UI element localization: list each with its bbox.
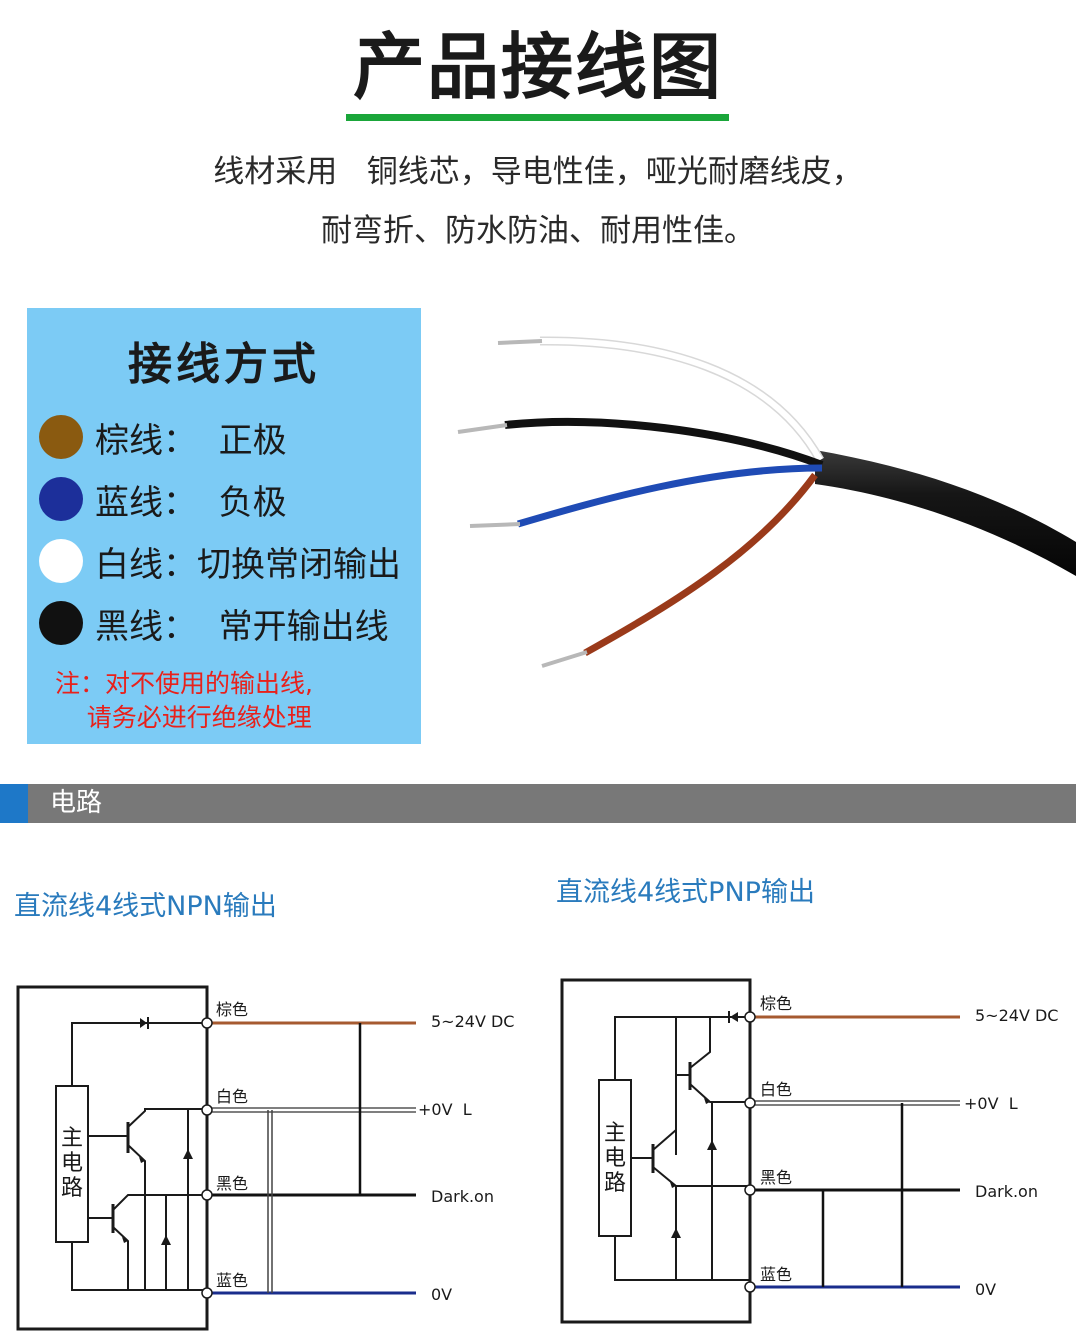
npn-main-circuit-char-2: 电 (61, 1151, 83, 1176)
pnp-wire-label: 蓝色 (760, 1265, 792, 1284)
white-dot-icon (39, 539, 83, 583)
npn-main-circuit-char-1: 主 (61, 1126, 83, 1151)
cable-jacket (815, 450, 1076, 576)
section-title: 电路 (50, 788, 103, 818)
npn-wire-label: 蓝色 (216, 1271, 248, 1290)
pnp-main-circuit-label: 主 电 路 (604, 1121, 626, 1196)
npn-sensor-box (16, 985, 209, 1331)
pnp-output-label: 0V (975, 1280, 996, 1299)
legend-item-label: 蓝线： 负极 (95, 482, 287, 523)
stripped-end (541, 650, 588, 668)
pnp-main-circuit-char-2: 电 (604, 1146, 626, 1171)
npn-circuit-title: 直流线4线式NPN输出 (14, 891, 277, 922)
npn-main-circuit-label: 主 电 路 (61, 1126, 83, 1201)
legend-note-line-2: 请务必进行绝缘处理 (55, 703, 312, 732)
description-line-2: 耐弯折、防水防油、耐用性佳。 (321, 213, 755, 249)
npn-wire-label: 白色 (216, 1087, 248, 1106)
legend-item-white: 白线：切换常闭输出 (39, 538, 401, 585)
pnp-circuit-diagram: 主 电 路 棕色 白色 黑色 蓝色 5~24V DC +0V L Dark.on… (560, 978, 1058, 1324)
pnp-wire-label: 白色 (760, 1080, 792, 1099)
npn-output-label: 5~24V DC (431, 1012, 514, 1031)
black-wire (504, 417, 824, 469)
pnp-wire-label: 黑色 (760, 1168, 792, 1187)
cable-illustration (457, 336, 1076, 668)
npn-white-wire (207, 1107, 416, 1113)
pnp-wire-label: 棕色 (760, 994, 792, 1013)
brown-wire (583, 472, 818, 657)
npn-output-label: 0V (431, 1285, 452, 1304)
blue-wire (517, 464, 823, 528)
stripped-end (469, 522, 521, 528)
legend-item-brown: 棕线： 正极 (39, 414, 287, 461)
stripped-end (457, 423, 508, 434)
legend-item-blue: 蓝线： 负极 (39, 476, 287, 523)
pnp-output-label: +0V L (964, 1094, 1018, 1113)
pnp-output-label: Dark.on (975, 1182, 1038, 1201)
pnp-sensor-box (560, 978, 752, 1324)
pnp-main-circuit-char-3: 路 (604, 1171, 626, 1196)
legend-item-label: 棕线： 正极 (95, 420, 287, 461)
pnp-main-circuit-char-1: 主 (604, 1121, 626, 1146)
legend-item-label: 白线：切换常闭输出 (95, 544, 401, 585)
npn-load-bar (267, 1110, 273, 1293)
legend-item-black: 黑线： 常开输出线 (39, 600, 389, 647)
npn-circuit-diagram: 主 电 路 棕色 白色 黑色 蓝色 5~24V DC +0V L Dark.on… (16, 985, 514, 1331)
brown-dot-icon (39, 415, 83, 459)
legend-item-label: 黑线： 常开输出线 (95, 606, 389, 647)
black-dot-icon (39, 601, 83, 645)
blue-dot-icon (39, 477, 83, 521)
pnp-white-wire (750, 1100, 960, 1106)
legend-note-line-1: 注：对不使用的输出线, (55, 669, 313, 698)
wiring-legend: 接线方式 棕线： 正极 蓝线： 负极 白线：切换常闭输出 黑线： 常开输出线 注… (27, 308, 421, 744)
npn-output-label: Dark.on (431, 1187, 494, 1206)
page-title: 产品接线图 (352, 25, 723, 109)
stripped-end (497, 339, 543, 345)
npn-main-circuit-char-3: 路 (61, 1176, 83, 1201)
npn-wire-label: 棕色 (216, 1000, 248, 1019)
description-line-1: 线材采用 铜线芯，导电性佳，哑光耐磨线皮， (213, 154, 863, 190)
title-underline (346, 114, 729, 121)
section-accent (0, 784, 28, 823)
legend-title: 接线方式 (128, 339, 320, 390)
npn-wire-label: 黑色 (216, 1174, 248, 1193)
pnp-circuit-title: 直流线4线式PNP输出 (556, 877, 815, 908)
npn-output-label: +0V L (418, 1100, 472, 1119)
section-header: 电路 (0, 784, 1076, 823)
pnp-output-label: 5~24V DC (975, 1006, 1058, 1025)
